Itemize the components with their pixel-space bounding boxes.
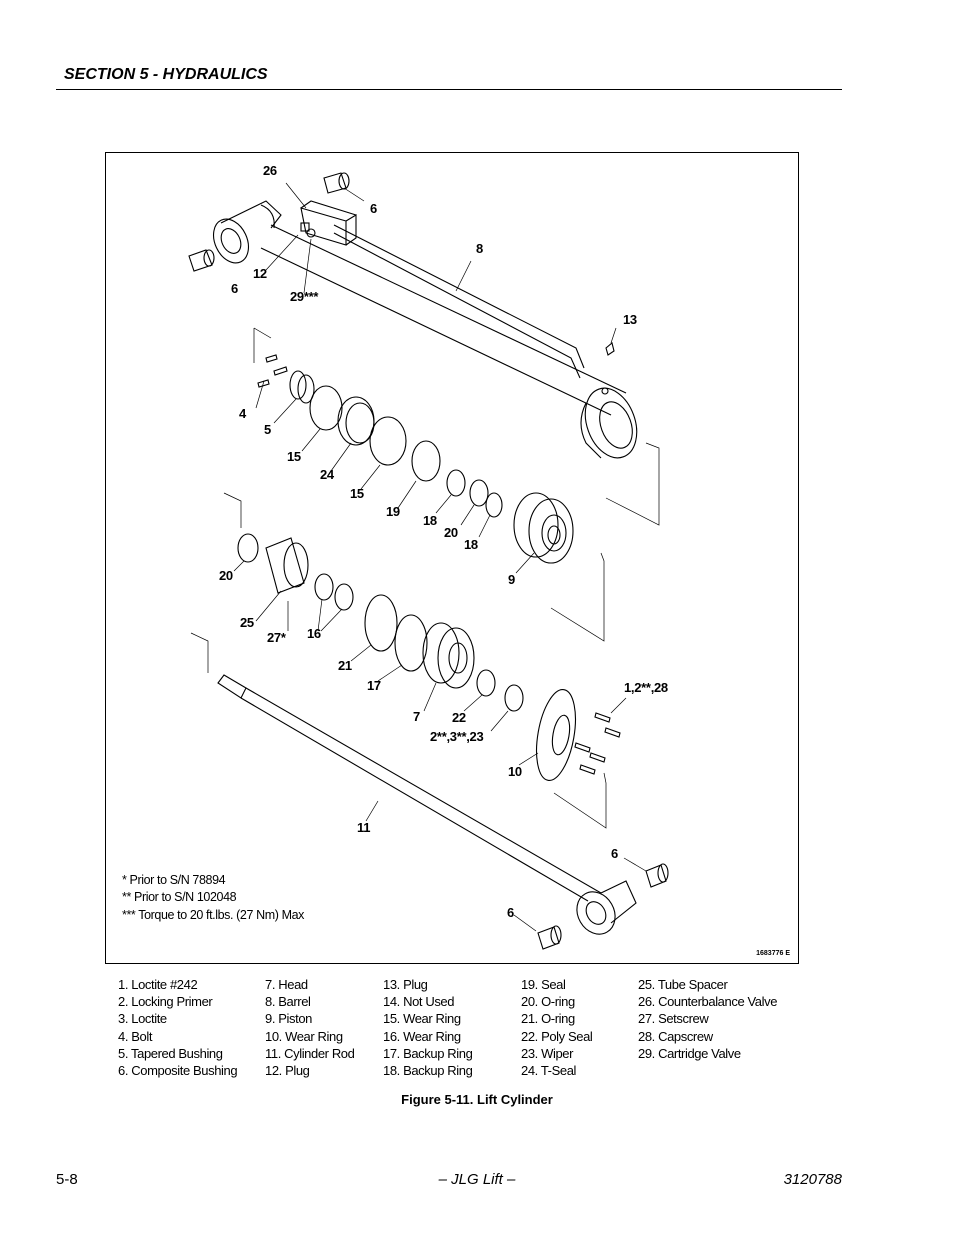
callout-1-2-28: 1,2**,28 (624, 680, 668, 695)
callout-20: 20 (444, 525, 458, 540)
lift-cylinder-drawing (188, 172, 669, 950)
callout-6: 6 (507, 905, 514, 920)
callout-29: 29*** (290, 289, 319, 304)
callout-19: 19 (386, 504, 400, 519)
callout-18: 18 (464, 537, 478, 552)
legend-item: 28. Capscrew (638, 1028, 713, 1044)
callout-15: 15 (350, 486, 364, 501)
note-1: * Prior to S/N 78894 (122, 873, 226, 887)
callout-13: 13 (623, 312, 637, 327)
callout-15: 15 (287, 449, 301, 464)
capscrews (574, 712, 621, 775)
callout-6: 6 (611, 846, 618, 861)
piston-drawing (513, 492, 574, 564)
leader-lines (190, 182, 660, 932)
barrel-drawing (212, 200, 638, 459)
callout-27: 27* (267, 630, 286, 645)
header-rule (56, 89, 842, 90)
callout-20: 20 (219, 568, 233, 583)
callout-11: 11 (357, 820, 371, 835)
legend-item: 23. Wiper (521, 1045, 574, 1061)
legend-item: 17. Backup Ring (383, 1045, 473, 1061)
legend-col-1: 1. Loctite #242 2. Locking Primer 3. Loc… (118, 977, 238, 1080)
legend-item: 25. Tube Spacer (638, 977, 728, 992)
legend-item: 27. Setscrew (638, 1011, 709, 1027)
legend-item: 22. Poly Seal (521, 1028, 593, 1044)
exploded-diagram: 26 6 8 12 6 29*** 13 4 5 15 24 15 19 18 … (105, 152, 799, 964)
legend-item: 20. O-ring (521, 994, 575, 1010)
legend-item: 5. Tapered Bushing (118, 1045, 223, 1061)
cylinder-rod-drawing (217, 674, 637, 935)
legend-item: 29. Cartridge Valve (638, 1045, 741, 1061)
footer-center: – JLG Lift – (438, 1171, 516, 1188)
legend-item: 19. Seal (521, 977, 566, 992)
legend-item: 9. Piston (265, 1011, 312, 1027)
note-2: ** Prior to S/N 102048 (122, 890, 237, 904)
legend-item: 3. Loctite (118, 1011, 167, 1027)
callout-9: 9 (508, 572, 515, 587)
callout-26: 26 (263, 163, 277, 178)
legend-item: 26. Counterbalance Valve (638, 994, 778, 1010)
legend-item: 21. O-ring (521, 1011, 575, 1027)
legend-item: 8. Barrel (265, 994, 311, 1010)
callout-7: 7 (413, 709, 420, 724)
legend-item: 6. Composite Bushing (118, 1062, 238, 1078)
legend-item: 24. T-Seal (521, 1062, 577, 1078)
small-bolts (257, 354, 315, 404)
callout-2-3-23: 2**,3**,23 (430, 729, 484, 744)
callout-24: 24 (320, 467, 334, 482)
note-3: *** Torque to 20 ft.lbs. (27 Nm) Max (122, 908, 304, 922)
drawing-code: 1683776 E (756, 950, 790, 957)
callout-6: 6 (370, 201, 377, 216)
callout-8: 8 (476, 241, 483, 256)
legend-item: 13. Plug (383, 977, 428, 992)
legend-item: 12. Plug (265, 1062, 310, 1078)
legend-col-5: 25. Tube Spacer 26. Counterbalance Valve… (638, 977, 777, 1063)
callout-25: 25 (240, 615, 254, 630)
legend-item: 16. Wear Ring (383, 1028, 461, 1044)
seal-rings-row1 (309, 385, 503, 518)
section-header: SECTION 5 - HYDRAULICS (64, 66, 268, 83)
document-number: 3120788 (783, 1171, 842, 1188)
legend-item: 15. Wear Ring (383, 1011, 461, 1027)
legend-item: 4. Bolt (118, 1028, 153, 1044)
legend-item: 7. Head (265, 977, 308, 992)
callout-18: 18 (423, 513, 437, 528)
callout-12: 12 (253, 266, 267, 281)
legend-col-2: 7. Head 8. Barrel 9. Piston 10. Wear Rin… (265, 977, 355, 1080)
bushings-top (188, 172, 350, 272)
legend-col-3: 13. Plug 14. Not Used 15. Wear Ring 16. … (383, 977, 473, 1080)
legend-item: 14. Not Used (383, 994, 455, 1010)
head-drawing (422, 622, 475, 689)
legend-item: 18. Backup Ring (383, 1062, 473, 1078)
legend-item: 2. Locking Primer (118, 994, 213, 1010)
callout-16: 16 (307, 626, 321, 641)
callout-10: 10 (508, 764, 522, 779)
callout-6: 6 (231, 281, 238, 296)
figure-caption: Figure 5-11. Lift Cylinder (401, 1092, 553, 1107)
callout-21: 21 (338, 658, 352, 673)
legend-item: 10. Wear Ring (265, 1028, 343, 1044)
callout-4: 4 (239, 406, 246, 421)
page-number: 5-8 (56, 1171, 78, 1188)
callout-22: 22 (452, 710, 466, 725)
legend-col-4: 19. Seal 20. O-ring 21. O-ring 22. Poly … (521, 977, 593, 1080)
callout-5: 5 (264, 422, 271, 437)
legend-item: 11. Cylinder Rod (265, 1045, 355, 1061)
legend-item: 1. Loctite #242 (118, 977, 198, 992)
callout-17: 17 (367, 678, 381, 693)
